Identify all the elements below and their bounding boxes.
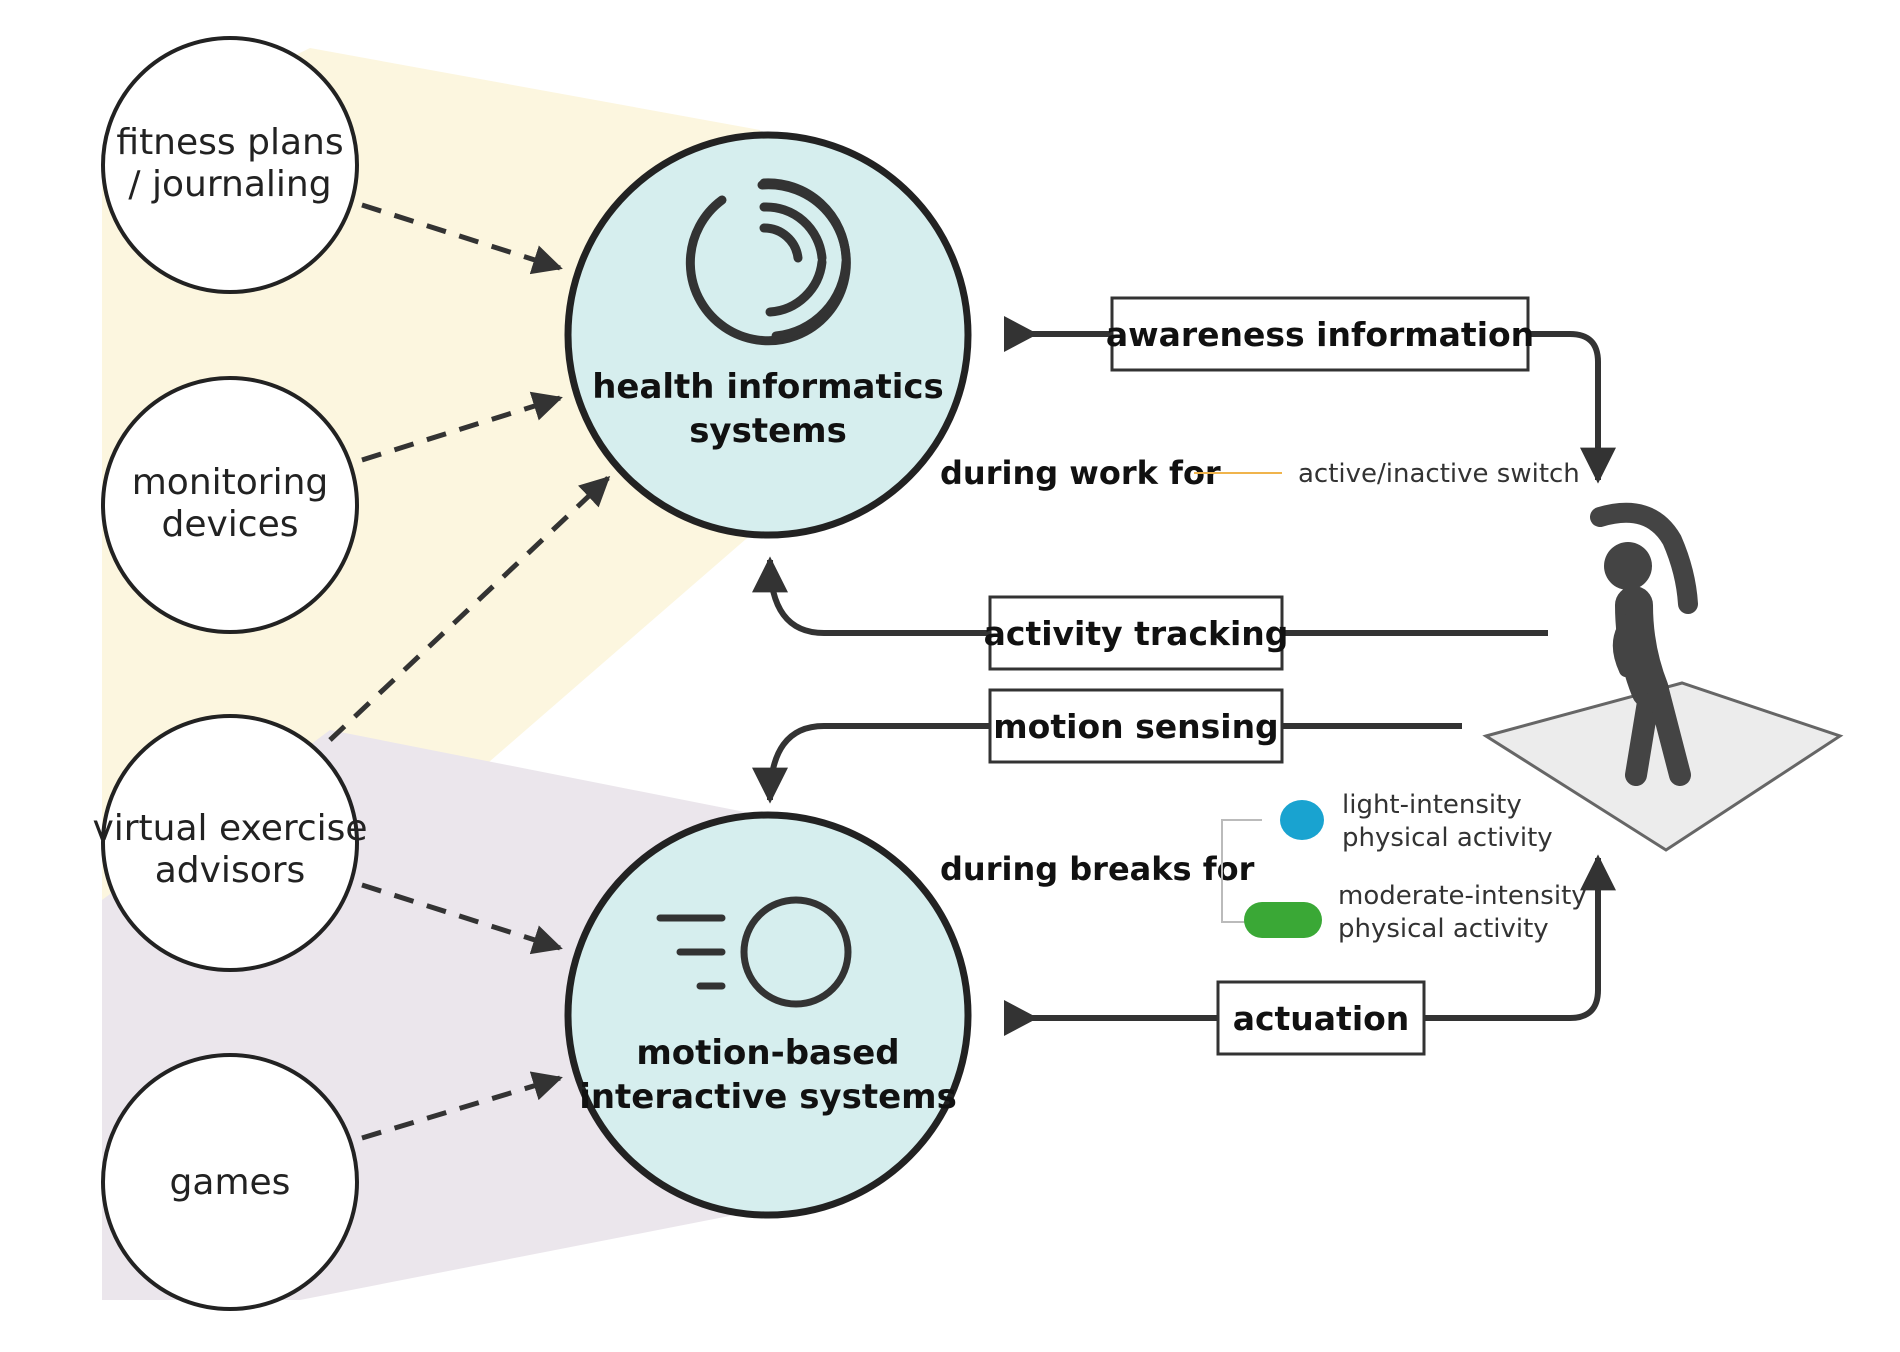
motion-sensing-label: motion sensing — [993, 707, 1278, 746]
source-fitness-line-1: fitness plans — [116, 122, 343, 163]
source-arrows — [328, 202, 611, 1141]
arrow-advisors-to-health — [328, 475, 611, 742]
arrow-fitness-to-health — [361, 202, 563, 275]
source-fitness: fitness plans / journaling — [101, 36, 359, 294]
source-monitoring: monitoring devices — [101, 376, 359, 634]
source-advisors-line-2: advisors — [155, 850, 306, 891]
source-games: games — [101, 1053, 359, 1311]
motion-system-line-1: motion-based — [636, 1033, 899, 1073]
breaks-bracket — [1221, 819, 1262, 923]
stretching-person-icon — [1590, 502, 1698, 786]
source-games-line-1: games — [170, 1162, 291, 1203]
health-system-line-2: systems — [689, 411, 847, 451]
moderate-intensity-line-2: physical activity — [1338, 914, 1549, 944]
activity-label: activity tracking — [984, 614, 1289, 653]
actuation-box: actuation — [1216, 980, 1426, 1056]
source-monitoring-line-1: monitoring — [132, 462, 329, 503]
awareness-box: awareness information — [1106, 296, 1534, 372]
activity-rings-icon — [685, 178, 851, 346]
arrow-advisors-to-motion — [361, 882, 563, 955]
activity-flow — [752, 556, 1548, 636]
light-intensity-line-1: light-intensity — [1342, 790, 1522, 820]
moderate-intensity-line-1: moderate-intensity — [1338, 881, 1587, 911]
source-advisors-line-1: virtual exercise — [92, 808, 367, 849]
during-work-label: during work for — [940, 454, 1221, 492]
motion-based-system: motion-based interactive systems — [564, 811, 972, 1219]
motion-sensing-box: motion sensing — [988, 688, 1284, 764]
source-advisors: virtual exercise advisors — [92, 714, 368, 972]
actuation-flow — [1004, 854, 1616, 1036]
health-informatics-system: health informatics systems — [564, 131, 972, 539]
awareness-flow — [1004, 316, 1616, 484]
actuation-label: actuation — [1233, 999, 1410, 1038]
arrow-monitoring-to-health — [361, 391, 563, 463]
motion-system-line-2: interactive systems — [579, 1077, 957, 1117]
exercise-mat — [1482, 681, 1844, 852]
arrow-games-to-motion — [361, 1071, 563, 1141]
health-system-circle — [564, 131, 972, 539]
during-breaks-label: during breaks for — [940, 850, 1255, 888]
moderate-intensity-pill — [1244, 902, 1322, 938]
activity-box: activity tracking — [984, 595, 1289, 671]
source-monitoring-line-2: devices — [161, 504, 298, 545]
person-head — [1604, 542, 1652, 590]
health-system-line-1: health informatics — [592, 367, 944, 407]
moving-ball-icon — [656, 896, 852, 1008]
motion-system-circle — [564, 811, 972, 1219]
light-intensity-line-2: physical activity — [1342, 823, 1553, 853]
light-intensity-dot — [1280, 800, 1324, 840]
motion-sensing-flow — [752, 723, 1462, 804]
switch-label: active/inactive switch — [1298, 459, 1580, 489]
awareness-arrow-tail — [1004, 316, 1038, 352]
actuation-arrow-tail — [1004, 1000, 1038, 1036]
user-on-mat — [1482, 502, 1844, 852]
awareness-label: awareness information — [1106, 315, 1534, 354]
source-fitness-line-2: / journaling — [128, 164, 331, 205]
